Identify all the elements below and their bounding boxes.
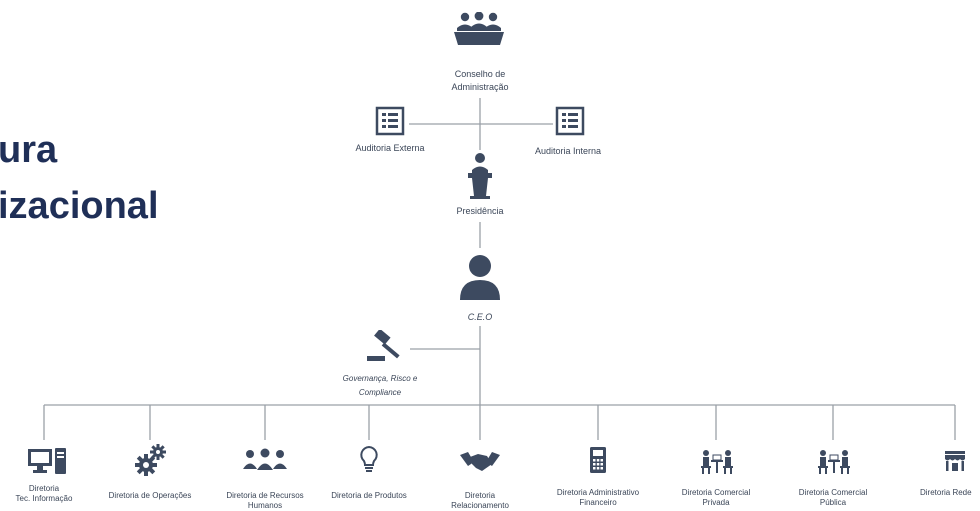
computer-icon (28, 448, 66, 474)
podium-icon (468, 153, 492, 199)
directorate-label-line1: Diretoria de Produtos (331, 491, 407, 500)
directorate-label-line1: Diretoria Administrativo (556, 488, 640, 497)
ceo-label: C.E.O (467, 312, 493, 322)
store-icon (945, 451, 965, 471)
directorate-label-line1: Diretoria (464, 491, 496, 500)
checklist-icon (555, 106, 585, 136)
directorate-label-line2: Humanos (247, 501, 283, 510)
page-title-line1: ura (0, 129, 58, 171)
directorate-label-line2: Relacionamento (451, 501, 509, 510)
handshake-icon (460, 452, 500, 471)
governance-label-line2: Compliance (358, 388, 402, 397)
meeting-icon (701, 450, 733, 474)
meeting-icon (818, 450, 850, 474)
person-icon (460, 255, 500, 300)
directorate-label-line1: Diretoria de Operações (108, 491, 192, 500)
calculator-icon (590, 447, 606, 473)
page-title-line2: izacional (0, 185, 159, 227)
directorate-label-line1: Diretoria de Recursos (226, 491, 304, 500)
directorate-label-line1: Diretoria (28, 484, 60, 493)
checklist-icon (375, 106, 405, 136)
team-icon (243, 448, 287, 470)
directorate-label-line2: Privada (702, 498, 730, 507)
directorate-label-line2: Tec. Informação (15, 494, 73, 503)
gears-icon (135, 444, 166, 476)
directorate-label-line2: Financeiro (579, 498, 617, 507)
directorate-label-line2: Pública (819, 498, 847, 507)
directorate-label-line1: Diretoria Comercial (681, 488, 751, 497)
lightbulb-icon (360, 445, 378, 472)
board-label-line2: Administração (451, 82, 509, 92)
presidency-label: Presidência (456, 206, 504, 216)
audit-external-label: Auditoria Externa (355, 143, 425, 153)
gavel-icon (367, 330, 400, 361)
governance-label-line1: Governança, Risco e (342, 374, 418, 383)
audit-internal-label: Auditoria Interna (534, 146, 602, 156)
board-label-line1: Conselho de (454, 69, 506, 79)
directorate-label-line1: Diretoria Comercial (798, 488, 868, 497)
people-group-icon (454, 12, 504, 45)
directorate-label-line1: Diretoria Rede (920, 488, 972, 497)
